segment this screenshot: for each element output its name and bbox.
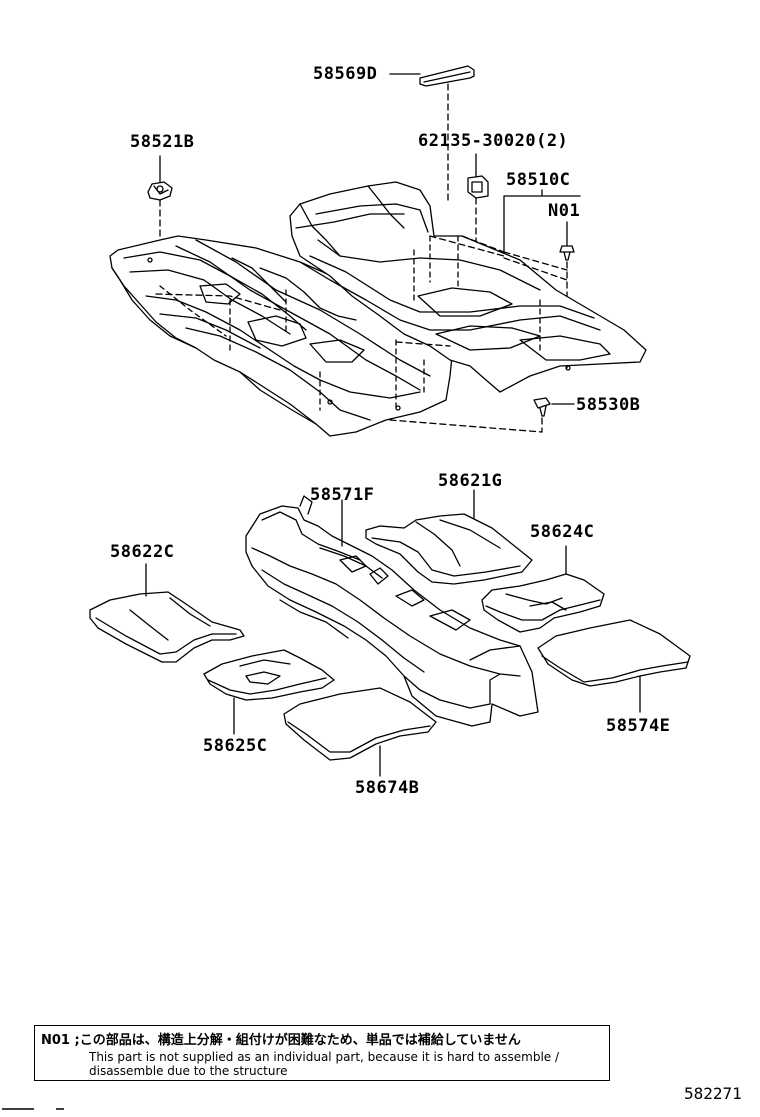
- mat-58624c-shape: [481, 573, 605, 633]
- clip-n01-shape: [559, 245, 575, 261]
- label-58624c: 58624C: [530, 522, 595, 542]
- mat-58574e-shape: [537, 619, 691, 687]
- label-58574e: 58574E: [606, 716, 671, 736]
- diagram-id: 582271: [684, 1084, 742, 1103]
- note-english-line1: This part is not supplied as an individu…: [89, 1050, 560, 1064]
- clip-58569d-shape: [419, 65, 475, 87]
- note-english-line2: disassemble due to the structure: [89, 1064, 288, 1078]
- label-58674b: 58674B: [355, 778, 420, 798]
- clip-58521b-shape: [147, 181, 173, 201]
- mat-58674b-shape: [283, 687, 437, 761]
- note-box: N01 ;この部品は、構造上分解・組付けが困難なため、単品では補給していません …: [34, 1025, 610, 1081]
- clip-62135-shape: [467, 175, 489, 199]
- label-58569d: 58569D: [313, 64, 378, 84]
- label-58621g: 58621G: [438, 471, 503, 491]
- insulator-58571f-shape: [245, 495, 539, 727]
- label-n01: N01: [548, 201, 581, 221]
- label-58622c: 58622C: [110, 542, 175, 562]
- corner-mark: [2, 1108, 64, 1110]
- label-58521b: 58521B: [130, 132, 195, 152]
- note-japanese: N01 ;この部品は、構造上分解・組付けが困難なため、単品では補給していません: [41, 1033, 521, 1048]
- label-58530b: 58530B: [576, 395, 641, 415]
- clip-58530b-shape: [533, 397, 551, 417]
- mat-58622c-shape: [89, 591, 245, 663]
- bracket-58510c: [503, 189, 581, 257]
- label-62135: 62135-30020(2): [418, 131, 569, 151]
- mat-58625c-shape: [203, 649, 335, 701]
- floor-carpet-assembly: [109, 181, 647, 437]
- label-58571f: 58571F: [310, 485, 375, 505]
- label-58625c: 58625C: [203, 736, 268, 756]
- label-58510c: 58510C: [506, 170, 571, 190]
- mat-58621g-shape: [365, 513, 533, 585]
